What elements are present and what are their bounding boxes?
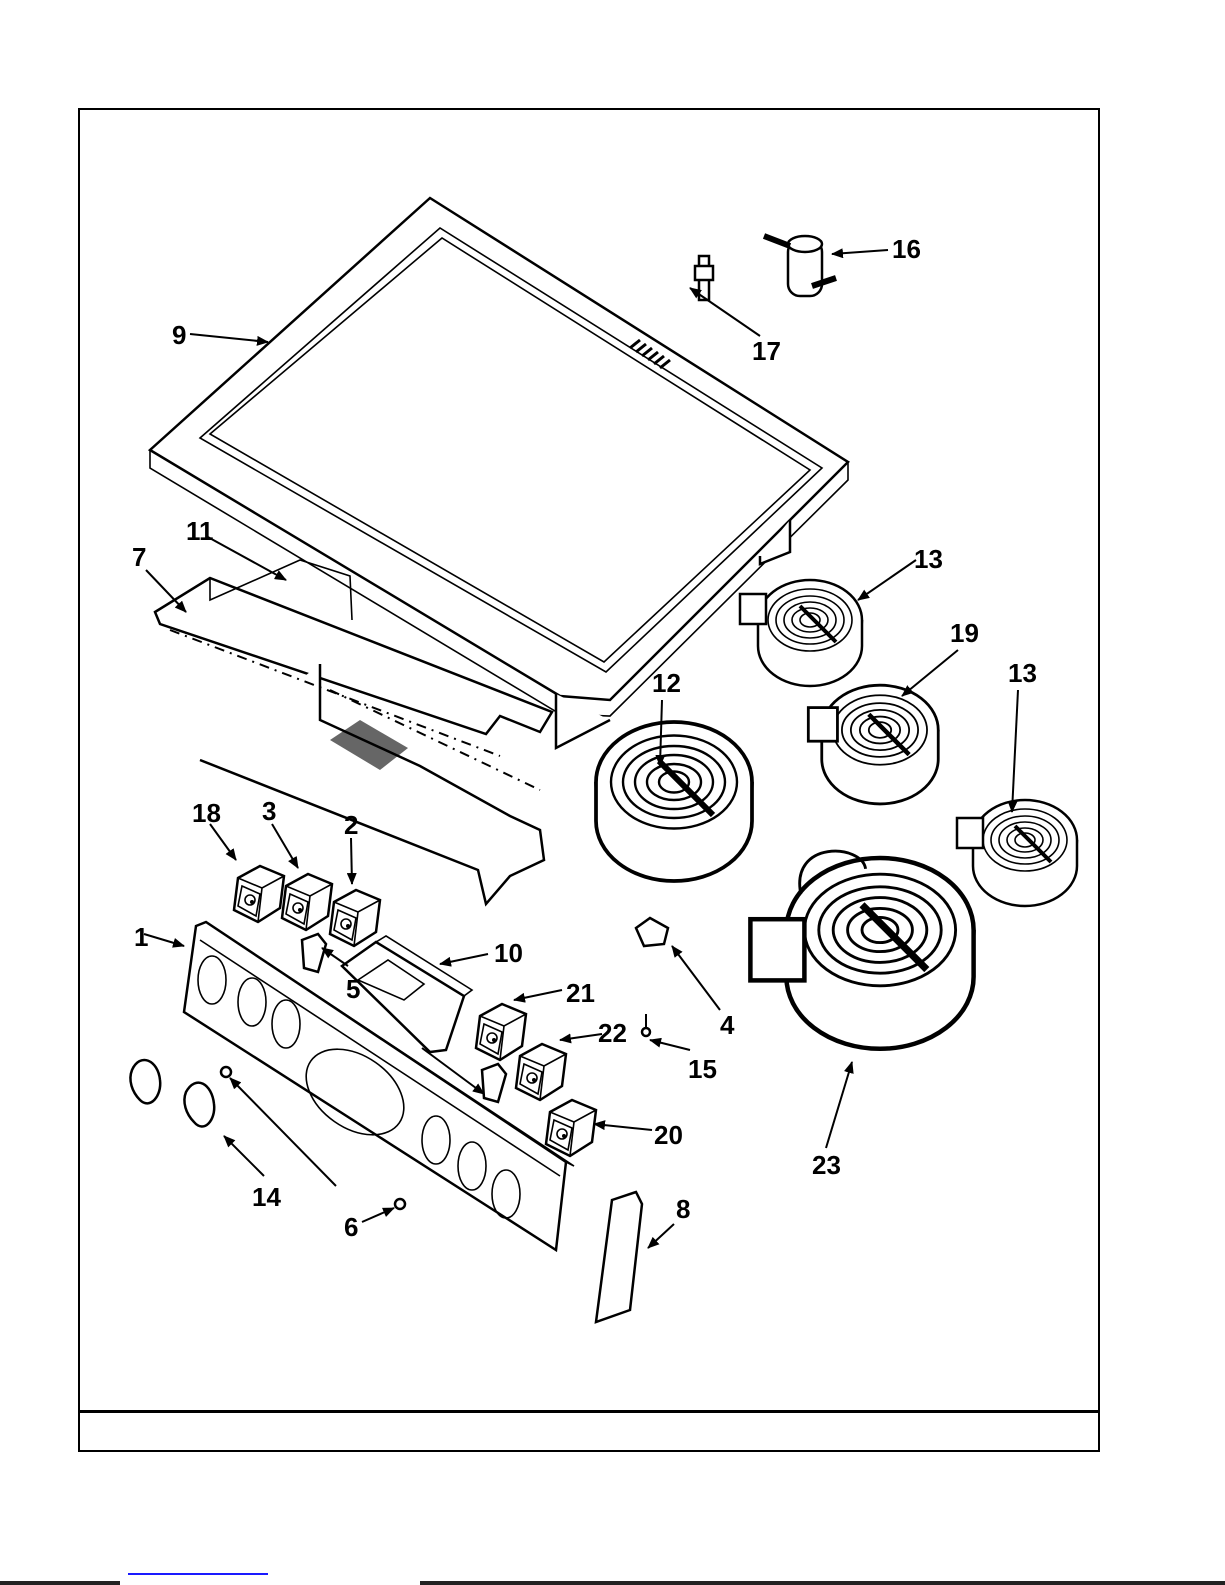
knob — [130, 1060, 214, 1127]
dual-radiant-element-23 — [750, 851, 973, 1049]
footer-artifact — [420, 1581, 1225, 1585]
callout-6: 6 — [344, 1212, 358, 1242]
switch-3 — [282, 874, 332, 930]
callout-13: 13 — [914, 544, 943, 574]
knob-insert — [221, 1067, 231, 1077]
callout-22: 22 — [598, 1018, 627, 1048]
callout-15: 15 — [688, 1054, 717, 1084]
clip — [636, 918, 668, 946]
callout-16: 16 — [892, 234, 921, 264]
callout-17: 17 — [752, 336, 781, 366]
callout-12: 12 — [652, 668, 681, 698]
screw — [642, 1014, 650, 1036]
switch-18 — [234, 866, 284, 922]
callout-1: 1 — [134, 922, 148, 952]
callout-21: 21 — [566, 978, 595, 1008]
callout-11: 11 — [186, 516, 214, 546]
radiant-element-19 — [808, 685, 938, 804]
callout-9: 9 — [172, 320, 186, 350]
callout-2: 2 — [344, 810, 358, 840]
end-cap — [596, 1192, 642, 1322]
indicator-light — [302, 934, 326, 972]
callout-13-b: 13 — [1008, 658, 1037, 688]
callout-8: 8 — [676, 1194, 690, 1224]
callout-23: 23 — [812, 1150, 841, 1180]
callout-18: 18 — [192, 798, 221, 828]
switch-2 — [330, 890, 380, 946]
callout-5: 5 — [346, 974, 360, 1004]
radiant-element-13-rear — [740, 580, 862, 686]
callout-19: 19 — [950, 618, 979, 648]
footer-link-underline — [128, 1573, 268, 1575]
callout-14: 14 — [252, 1182, 281, 1212]
limiter — [764, 236, 836, 296]
callout-3: 3 — [262, 796, 276, 826]
footer-artifact — [0, 1581, 120, 1585]
switch-22 — [516, 1044, 566, 1100]
switch-21 — [476, 1004, 526, 1060]
radiant-element-13-front — [957, 800, 1077, 906]
callout-7: 7 — [132, 542, 146, 572]
indicator-light — [482, 1064, 506, 1102]
knob-insert — [395, 1199, 405, 1209]
switch-20 — [546, 1100, 596, 1156]
callout-20: 20 — [654, 1120, 683, 1150]
radiant-element-12 — [596, 722, 752, 881]
callout-10: 10 — [494, 938, 523, 968]
callout-4: 4 — [720, 1010, 735, 1040]
cooktop-frame — [150, 198, 848, 748]
